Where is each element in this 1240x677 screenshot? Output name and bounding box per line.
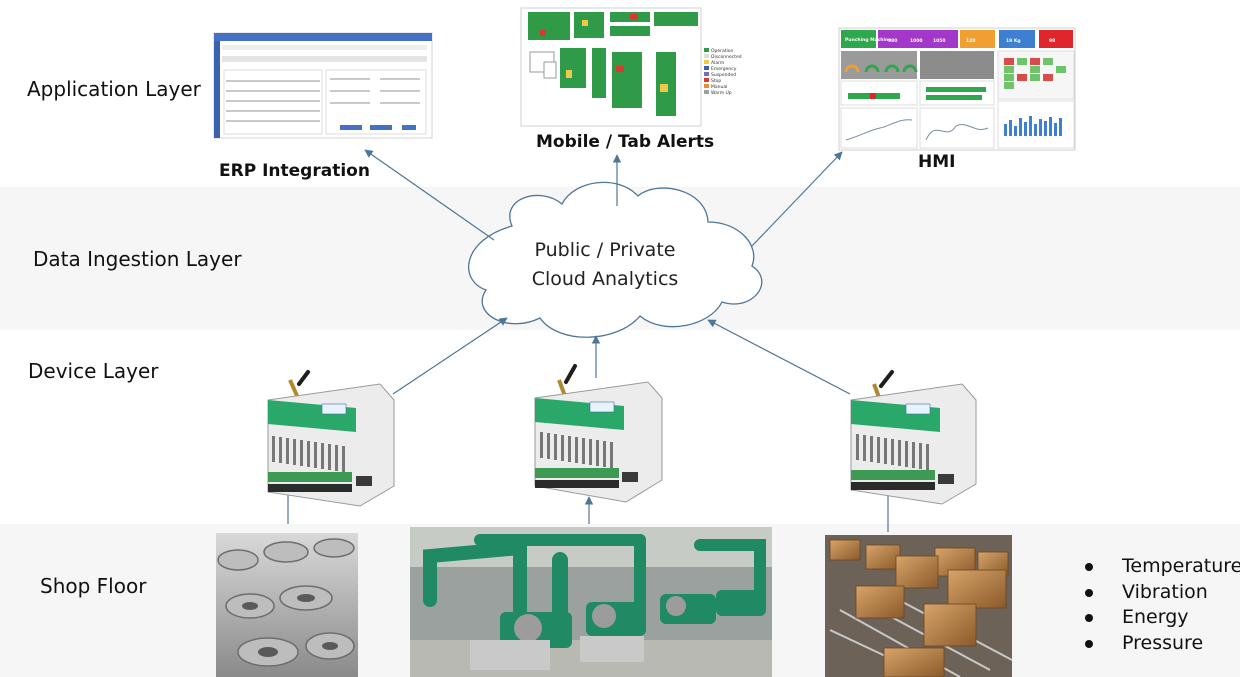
mobile-caption: Mobile / Tab Alerts — [536, 132, 715, 152]
ingestion-layer-label: Data Ingestion Layer — [33, 247, 242, 271]
conveyor-boxes-photo — [825, 535, 1013, 677]
erp-caption: ERP Integration — [219, 161, 370, 181]
iot-gateway-device-3 — [850, 370, 977, 505]
sensor-list: Temperature Vibration Energy Pressure — [1080, 554, 1240, 656]
legend-emergency: Emergency — [711, 66, 737, 72]
hmi-dashboard: Punching Machine 980 1000 1050 120 19 Kg… — [838, 27, 1076, 151]
flow-arrows — [283, 149, 893, 532]
legend-suspended: Suspended — [711, 72, 736, 78]
iot-gateway-device-1 — [267, 370, 395, 507]
hmi-tile-value-3: 1050 — [933, 38, 946, 44]
sensor-item-temperature: Temperature — [1080, 554, 1240, 580]
bullet-dot — [1085, 639, 1093, 648]
hmi-tile-value-6: 98 — [1049, 38, 1055, 44]
device-layer-label: Device Layer — [28, 359, 159, 383]
hmi-tile-value-1: 980 — [888, 38, 897, 44]
application-layer-label: Application Layer — [27, 77, 201, 101]
hmi-tile-value-2: 1000 — [910, 38, 923, 44]
cloud-label-line-1: Public / Private — [534, 239, 676, 261]
legend-disconnected: Disconnected — [711, 54, 742, 60]
cloud-icon — [468, 181, 763, 338]
iot-gateway-device-2 — [534, 364, 663, 503]
legend-stop: Stop — [711, 78, 721, 84]
bullet-dot — [1085, 563, 1093, 571]
arrow-cloud-to-erp — [364, 149, 495, 241]
industrial-pumps-photo — [410, 527, 772, 677]
sensor-item-energy: Energy — [1080, 605, 1240, 631]
hmi-tile-value-4: 120 — [966, 38, 975, 44]
hmi-tile-value-5: 19 Kg — [1006, 38, 1021, 44]
cooling-tower-photo — [216, 533, 358, 677]
shop-floor-label: Shop Floor — [40, 574, 147, 598]
legend-warm-up: Warm Up — [711, 90, 732, 96]
hmi-tile-machine: Punching Machine — [845, 37, 891, 43]
erp-screenshot — [213, 32, 433, 139]
cloud-label-line-2: Cloud Analytics — [531, 268, 679, 290]
legend-operation: Operation — [711, 48, 734, 54]
hmi-caption: HMI — [918, 152, 956, 172]
mobile-floor-plan: Operation Disconnected Alarm Emergency S… — [520, 7, 742, 127]
sensor-item-vibration: Vibration — [1080, 580, 1240, 606]
sensor-item-pressure: Pressure — [1080, 631, 1240, 657]
legend-manual: Manual — [711, 84, 727, 90]
bullet-dot — [1085, 614, 1093, 622]
arrow-cloud-to-hmi — [751, 151, 843, 247]
bullet-dot — [1085, 588, 1093, 597]
arrow-device3-to-cloud — [707, 319, 851, 395]
arrow-device1-to-cloud — [392, 317, 508, 395]
legend-alarm: Alarm — [711, 60, 724, 66]
